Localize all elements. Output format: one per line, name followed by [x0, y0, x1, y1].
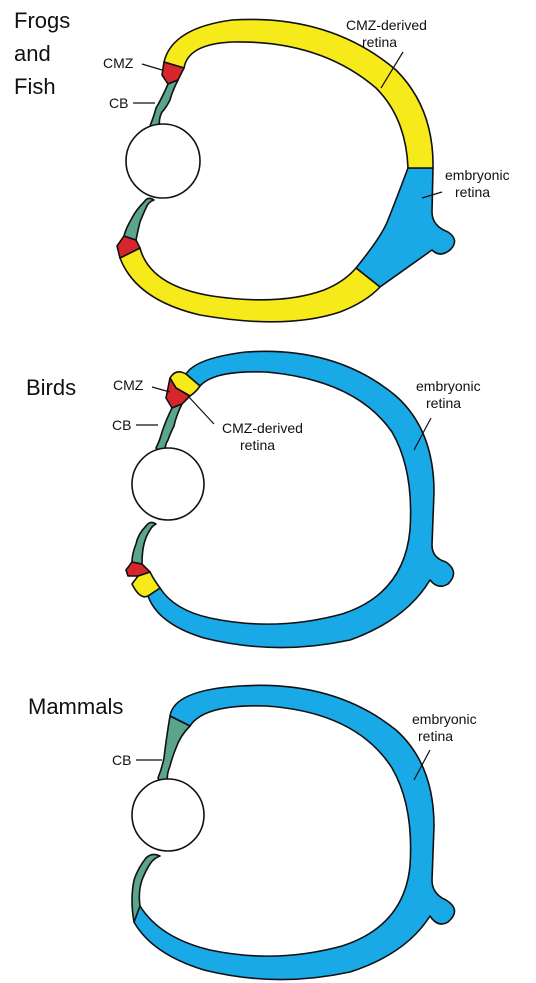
label-cmz-derived-line2: retina	[362, 34, 397, 50]
panel-birds: Birds CMZ CB CMZ-derived retina embryoni…	[26, 351, 481, 647]
label-embryonic-line1: embryonic	[412, 711, 477, 727]
label-cb: CB	[109, 95, 128, 111]
ciliary-body-upper	[150, 80, 178, 130]
label-embryonic-line1: embryonic	[416, 378, 481, 394]
panel-title-frogs-fish-line3: Fish	[14, 74, 56, 99]
panel-title-mammals: Mammals	[28, 694, 123, 719]
panel-mammals: Mammals CB embryonic retina	[28, 685, 477, 979]
ciliary-body-lower	[132, 522, 156, 564]
lens	[126, 124, 200, 198]
ciliary-body-upper	[158, 716, 190, 783]
ciliary-body-lower	[124, 198, 154, 240]
leader-cmz-derived	[188, 396, 214, 424]
label-cb: CB	[112, 417, 131, 433]
ciliary-body-lower	[132, 854, 160, 922]
cmz-lower	[126, 562, 150, 576]
panel-title-frogs-fish-line2: and	[14, 41, 51, 66]
panel-title-birds: Birds	[26, 375, 76, 400]
cmz-derived-retina-lower	[120, 248, 380, 322]
ciliary-body-upper	[156, 404, 182, 453]
label-cmz: CMZ	[103, 55, 134, 71]
label-embryonic-line1: embryonic	[445, 167, 510, 183]
embryonic-retina-region	[356, 168, 455, 287]
leader-cmz	[142, 64, 162, 70]
lens	[132, 779, 204, 851]
label-cb: CB	[112, 752, 131, 768]
panel-frogs-fish: Frogs and Fish CMZ CB CMZ-derived retina…	[14, 8, 510, 322]
label-cmz-derived-line1: CMZ-derived	[222, 420, 303, 436]
label-embryonic-line2: retina	[455, 184, 490, 200]
label-cmz-derived-line1: CMZ-derived	[346, 17, 427, 33]
label-embryonic-line2: retina	[426, 395, 461, 411]
panel-title-frogs-fish-line1: Frogs	[14, 8, 70, 33]
label-cmz-derived-line2: retina	[240, 437, 275, 453]
label-embryonic-line2: retina	[418, 728, 453, 744]
label-cmz: CMZ	[113, 377, 144, 393]
lens	[132, 448, 204, 520]
